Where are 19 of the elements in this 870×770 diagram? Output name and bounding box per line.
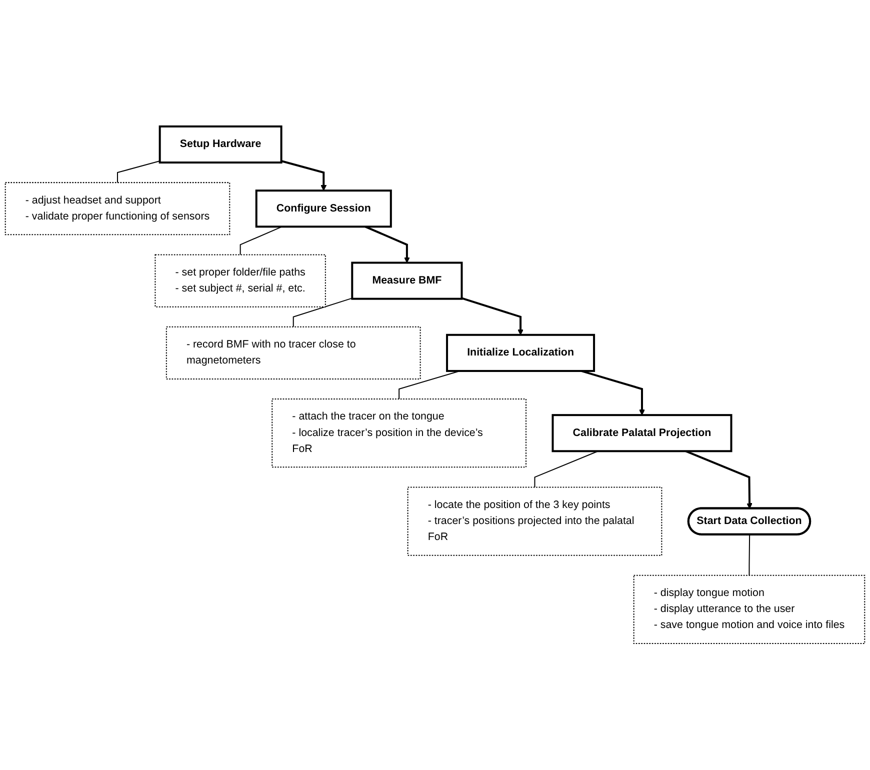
arrow <box>461 297 524 336</box>
node-box: - locate the position of the 3 key points - tracer’s positions projected into the palatal FoR <box>407 486 662 556</box>
arrow <box>580 370 645 416</box>
node-box: - adjust headset and support - validate proper functioning of sensors <box>4 182 230 236</box>
arrow <box>685 450 752 509</box>
node-box: - attach the tracer on the tongue - localize tracer’s position in the device’s FoR <box>272 398 526 468</box>
node-box: Setup Hardware <box>158 125 282 164</box>
node-box: Measure BMF <box>351 262 463 300</box>
node-box: Calibrate Palatal Projection <box>552 414 732 452</box>
connector <box>292 298 353 328</box>
node-box: - set proper folder/file paths - set subject #, serial #, etc. <box>154 254 326 308</box>
node-box: Initialize Localization <box>446 334 596 372</box>
node-box: Configure Session <box>255 190 392 228</box>
connector <box>117 160 160 184</box>
arrow <box>364 226 410 263</box>
connector <box>748 534 750 576</box>
node-box: - display tongue motion - display utterance to the user - save tongue motion and voice into files <box>633 574 866 644</box>
node-box: - record BMF with no tracer close to magnetometers <box>166 326 421 380</box>
arrow <box>281 160 327 191</box>
